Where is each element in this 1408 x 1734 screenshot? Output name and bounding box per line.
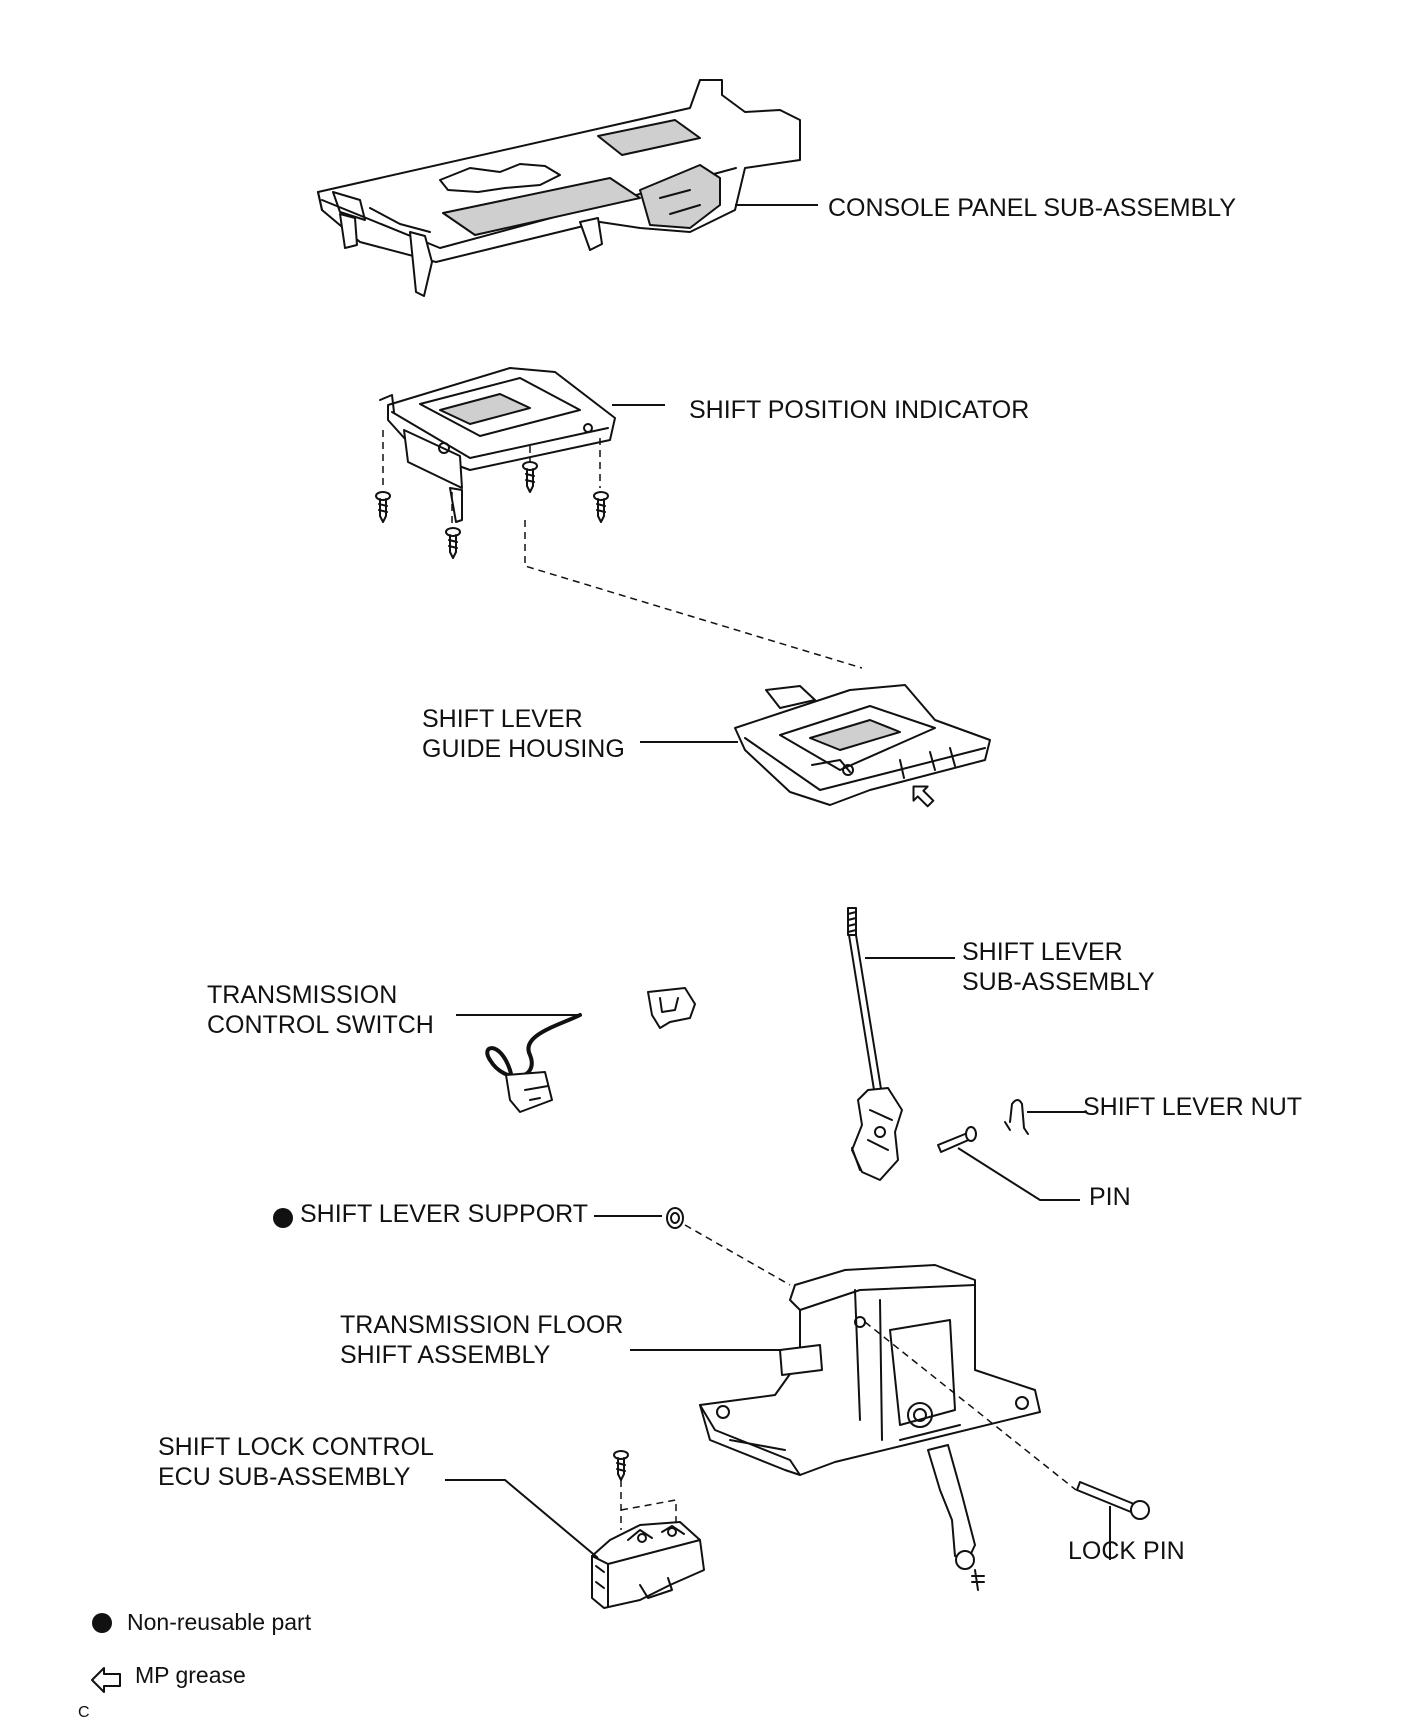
label-pin: PIN <box>1089 1183 1131 1211</box>
pin-part <box>937 1126 977 1153</box>
label-line: TRANSMISSION <box>207 981 398 1009</box>
label-line: ECU SUB-ASSEMBLY <box>158 1463 411 1491</box>
label-line: TRANSMISSION FLOOR <box>340 1311 624 1339</box>
transmission-control-switch-part <box>485 987 696 1113</box>
label-guide-housing: SHIFT LEVER GUIDE HOUSING <box>422 704 625 764</box>
legend-non-reusable-text: Non-reusable part <box>127 1609 312 1635</box>
shift-lever-support-part <box>666 1207 684 1229</box>
label-line: GUIDE HOUSING <box>422 735 625 763</box>
shift-lever-part <box>847 907 903 1181</box>
shift-lock-ecu-part <box>591 1521 705 1609</box>
console-panel-part <box>317 79 801 297</box>
label-line: SUB-ASSEMBLY <box>962 968 1155 996</box>
label-lock-pin: LOCK PIN <box>1068 1537 1185 1565</box>
floor-shift-assembly-part <box>699 1264 1041 1591</box>
legend-non-reusable-icon <box>92 1613 112 1633</box>
label-shift-position-indicator: SHIFT POSITION INDICATOR <box>689 396 1030 424</box>
legend-mp-grease-arrow-icon <box>91 1667 121 1693</box>
label-shift-lever-nut: SHIFT LEVER NUT <box>1083 1093 1303 1121</box>
label-line: SHIFT ASSEMBLY <box>340 1341 551 1369</box>
corner-code: C <box>78 1704 90 1721</box>
label-floor-shift-assembly: TRANSMISSION FLOOR SHIFT ASSEMBLY <box>340 1310 623 1370</box>
guide-housing-part <box>734 684 991 806</box>
shift-lock-ecu-leader <box>445 1479 599 1559</box>
label-transmission-control-switch: TRANSMISSION CONTROL SWITCH <box>207 980 434 1040</box>
legend-mp-grease-text: MP grease <box>135 1662 246 1688</box>
label-shift-lever-support: SHIFT LEVER SUPPORT <box>300 1200 589 1228</box>
label-console-panel: CONSOLE PANEL SUB-ASSEMBLY <box>828 194 1236 222</box>
label-line: SHIFT LEVER <box>422 705 583 733</box>
non-reusable-marker-icon <box>273 1208 293 1228</box>
label-line: SHIFT LOCK CONTROL <box>158 1433 434 1461</box>
mp-grease-arrow-icon <box>912 785 935 808</box>
indicator-screws <box>375 430 863 669</box>
label-shift-lever-sub-assembly: SHIFT LEVER SUB-ASSEMBLY <box>962 937 1155 997</box>
shift-position-indicator-part <box>379 367 616 523</box>
shift-lock-ecu-screw <box>613 1450 677 1530</box>
shift-lever-nut-part <box>1004 1099 1029 1135</box>
label-shift-lock-ecu: SHIFT LOCK CONTROL ECU SUB-ASSEMBLY <box>158 1432 434 1492</box>
label-line: SHIFT LEVER <box>962 938 1123 966</box>
lock-pin-part <box>1076 1481 1150 1520</box>
label-line: CONTROL SWITCH <box>207 1011 434 1039</box>
pin-leader <box>957 1147 1080 1201</box>
